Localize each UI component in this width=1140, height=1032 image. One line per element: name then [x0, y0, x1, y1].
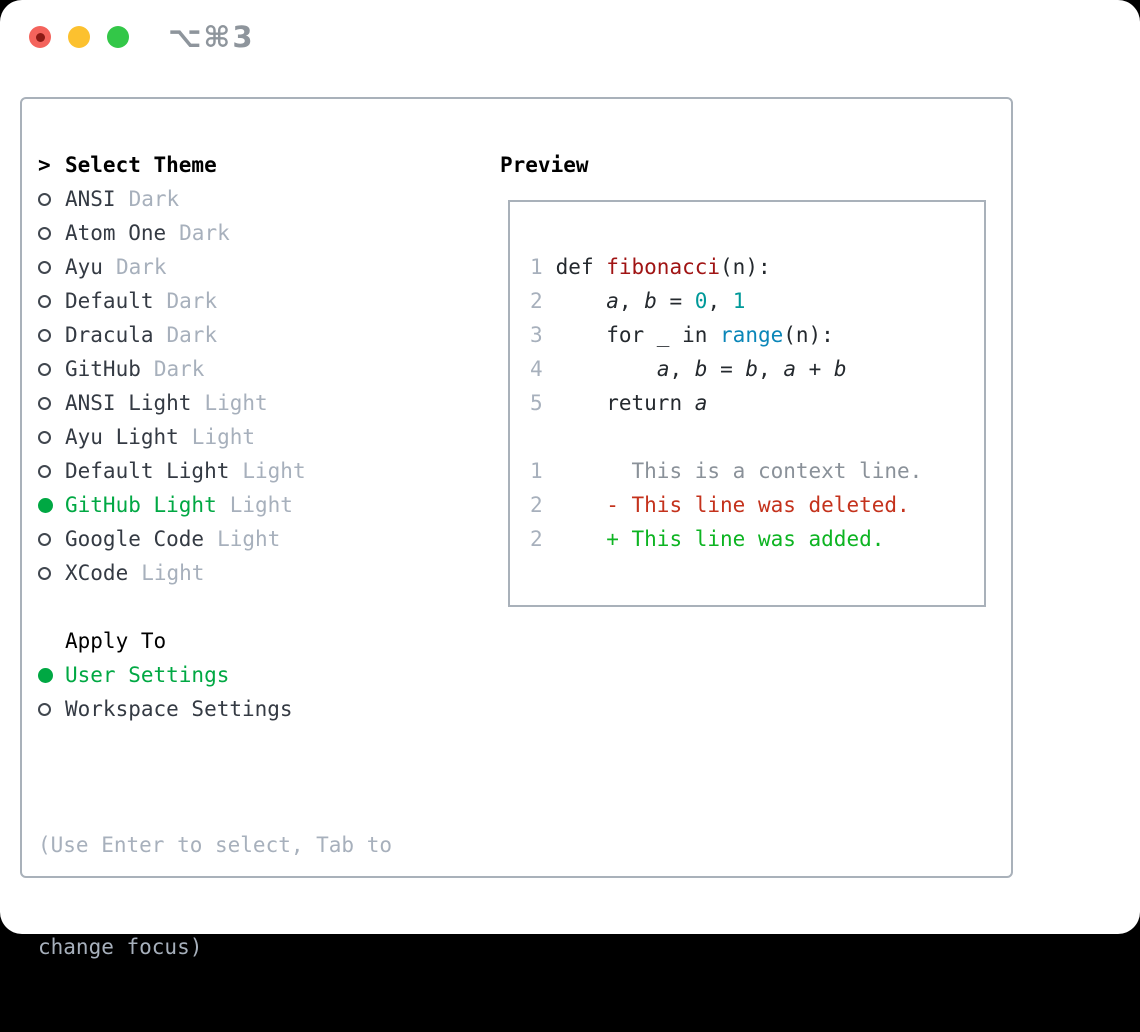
- apply-option-workspace-settings[interactable]: Workspace Settings: [38, 692, 293, 726]
- radio-unselected-icon: [38, 192, 51, 206]
- theme-option-google-code-light[interactable]: Google Code Light: [38, 522, 306, 556]
- code-line-4: 4 a, b = b, a + b: [530, 357, 847, 381]
- theme-option-atom-one-dark[interactable]: Atom One Dark: [38, 216, 306, 250]
- minimize-button-icon[interactable]: [68, 26, 90, 48]
- radio-unselected-icon: [38, 396, 51, 410]
- close-button-icon[interactable]: [29, 26, 51, 48]
- radio-unselected-icon: [38, 532, 51, 546]
- apply-option-user-settings[interactable]: User Settings: [38, 658, 293, 692]
- preview-title: Preview: [500, 153, 589, 177]
- theme-option-ansi-light[interactable]: ANSI Light Light: [38, 386, 306, 420]
- titlebar: ⌥⌘3: [0, 0, 1140, 74]
- apply-to-title: Apply To: [65, 629, 167, 653]
- window-title: ⌥⌘3: [168, 20, 255, 54]
- theme-list-title: Select Theme: [65, 153, 217, 177]
- diff-context-line: 1 This is a context line.: [530, 459, 923, 483]
- theme-list: > Select Theme ANSI Dark Atom One Dark A…: [38, 148, 306, 590]
- radio-unselected-icon: [38, 294, 51, 308]
- traffic-lights: [29, 26, 129, 48]
- radio-selected-icon: [38, 667, 53, 683]
- radio-unselected-icon: [38, 260, 51, 274]
- theme-option-dracula-dark[interactable]: Dracula Dark: [38, 318, 306, 352]
- code-line-2: 2 a, b = 0, 1: [530, 289, 746, 313]
- radio-unselected-icon: [38, 430, 51, 444]
- hint-line-2: change focus): [38, 935, 203, 959]
- theme-option-ansi-dark[interactable]: ANSI Dark: [38, 182, 306, 216]
- apply-to-section: Apply To User Settings Workspace Setting…: [38, 624, 293, 726]
- theme-option-ayu-dark[interactable]: Ayu Dark: [38, 250, 306, 284]
- radio-unselected-icon: [38, 226, 51, 240]
- theme-option-default-light[interactable]: Default Light Light: [38, 454, 306, 488]
- theme-option-ayu-light[interactable]: Ayu Light Light: [38, 420, 306, 454]
- blank-line: [530, 420, 984, 454]
- radio-unselected-icon: [38, 328, 51, 342]
- theme-option-xcode-light[interactable]: XCode Light: [38, 556, 306, 590]
- code-line-3: 3 for _ in range(n):: [530, 323, 834, 347]
- radio-unselected-icon: [38, 702, 51, 716]
- radio-unselected-icon: [38, 566, 51, 580]
- theme-option-github-dark[interactable]: GitHub Dark: [38, 352, 306, 386]
- keyboard-hint: (Use Enter to select, Tab to change focu…: [38, 760, 392, 1032]
- diff-deleted-line: 2 - This line was deleted.: [530, 493, 910, 517]
- theme-option-default-dark[interactable]: Default Dark: [38, 284, 306, 318]
- radio-selected-icon: [38, 497, 53, 513]
- code-line-5: 5 return a: [530, 391, 708, 415]
- focus-caret-icon: >: [38, 153, 51, 177]
- hint-line-1: (Use Enter to select, Tab to: [38, 833, 393, 857]
- theme-option-github-light-selected[interactable]: GitHub Light Light: [38, 488, 306, 522]
- diff-added-line: 2 + This line was added.: [530, 527, 885, 551]
- app-window: ⌥⌘3 > Select Theme ANSI Dark Atom One Da…: [0, 0, 1140, 959]
- theme-list-header: > Select Theme: [38, 148, 306, 182]
- apply-to-header: Apply To: [38, 624, 293, 658]
- zoom-button-icon[interactable]: [107, 26, 129, 48]
- radio-unselected-icon: [38, 362, 51, 376]
- radio-unselected-icon: [38, 464, 51, 478]
